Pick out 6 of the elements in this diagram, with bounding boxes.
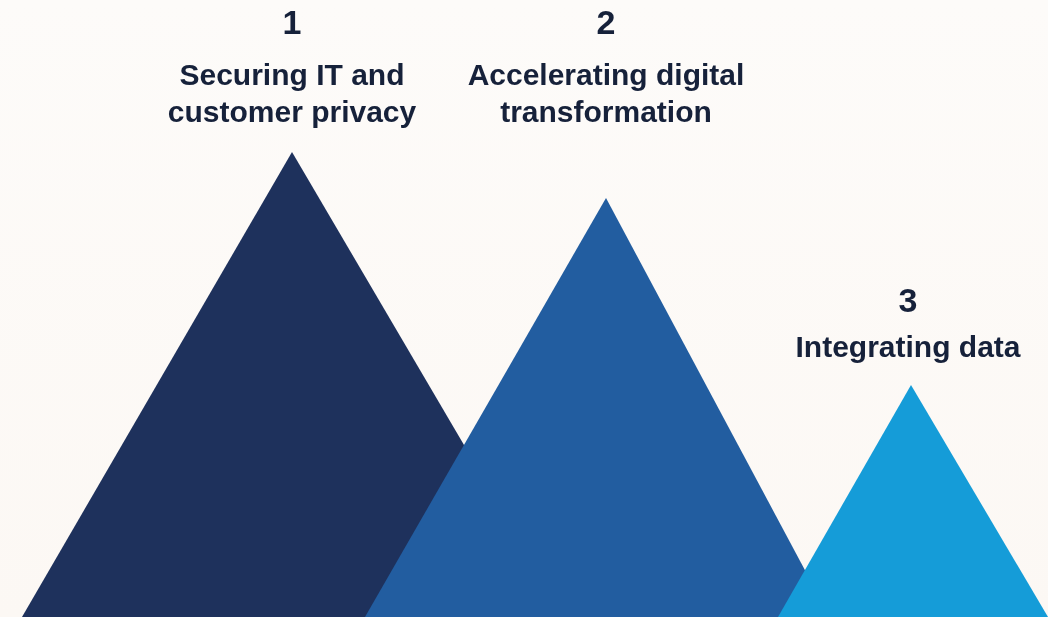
step-number: 3 [897, 280, 919, 320]
step-number: 2 [595, 2, 617, 42]
step-title: Integrating data [794, 329, 1022, 365]
step-title: Securing IT and customer privacy [166, 57, 418, 130]
step-title: Accelerating digital transformation [466, 57, 746, 130]
step-number: 1 [281, 2, 303, 42]
